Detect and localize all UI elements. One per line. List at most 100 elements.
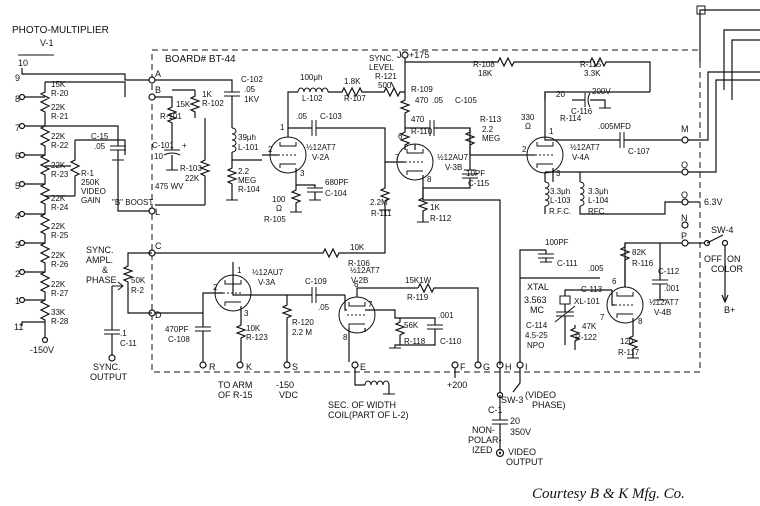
c111-ref: C-111 (557, 259, 578, 268)
c116-value: 20 (556, 90, 565, 99)
terminal-n: N (681, 213, 688, 223)
c101-value: 10 (154, 152, 163, 161)
r26-value: 22K (51, 251, 66, 260)
xl101-ref: XL-101 (574, 297, 600, 306)
v4b-pin6: 6 (612, 277, 617, 286)
r2-ref: R-2 (131, 286, 144, 295)
r110-value: 470 (411, 115, 425, 124)
r122-value: 47K (582, 322, 597, 331)
r104-ref: R-104 (238, 185, 260, 194)
c104-ref: C-104 (325, 189, 347, 198)
v2a-plate-network: 100μh L-102 1.8K R-107 .05 C-103 (287, 73, 386, 150)
v3b-ref: V-3B (445, 163, 462, 172)
r107-ref: R-107 (344, 94, 366, 103)
terminal-f: F (460, 362, 466, 372)
r123-value: 10K (246, 324, 261, 333)
c114-ref: C-114 (526, 321, 548, 330)
vdc-2: VDC (279, 390, 299, 400)
v2a-pin1: 1 (280, 123, 285, 132)
c1-note-3: IZED (472, 445, 493, 455)
v3b-pin7: 7 (395, 153, 400, 162)
c114-value: 4.5-25 (525, 331, 548, 340)
r113-unit: MEG (482, 134, 500, 143)
terminal-c: C (155, 241, 162, 251)
c1-note-2: POLAR- (468, 435, 502, 445)
c107-ref: C-107 (628, 147, 650, 156)
v2a-type: ½12AT7 (306, 143, 336, 152)
r103-value: 22K (185, 174, 200, 183)
xtal-unit: MC (530, 305, 544, 315)
boost-label: "B" BOOST (112, 198, 153, 207)
c15-value: .05 (94, 142, 106, 151)
c105-value: .05 (432, 96, 444, 105)
r27-ref: R-27 (51, 289, 69, 298)
l104-note: RFC (588, 207, 605, 216)
c101-rating: 475 WV (155, 182, 184, 191)
terminal-j: J (397, 50, 402, 60)
sync-output-2: OUTPUT (90, 372, 128, 382)
pin-3: 3 (15, 240, 20, 250)
l103-note: R.F.C. (549, 207, 571, 216)
v4b-pin8: 8 (638, 317, 643, 326)
c104-value: 680PF (325, 178, 349, 187)
c111-value: 100PF (545, 238, 569, 247)
r22-value: 22K (51, 132, 66, 141)
gain-label-1: VIDEO (81, 187, 106, 196)
r28-value: 33K (51, 308, 66, 317)
r24-value: 22K (51, 194, 66, 203)
v3b-pin6: 6 (398, 132, 403, 141)
terminal-p: P (681, 231, 687, 241)
v4a-pin2: 2 (522, 145, 527, 154)
pin-10: 10 (18, 58, 28, 68)
r123-ref: R-123 (246, 333, 268, 342)
r27-value: 22K (51, 280, 66, 289)
v2a-pin2: 2 (268, 145, 273, 154)
c115-value: 10PF (466, 169, 485, 178)
sync-output-1: SYNC. (93, 362, 121, 372)
r104-unit: MEG (238, 176, 256, 185)
r111-ref: R-111 (371, 209, 392, 218)
c109-ref: C-109 (305, 277, 327, 286)
c102-ref: C-102 (241, 75, 263, 84)
r117-value: 120 (620, 337, 634, 346)
c15-ref: C-15 (91, 132, 109, 141)
pm-ref: V-1 (40, 38, 54, 48)
r111-value: 2.2M (370, 198, 388, 207)
r115-ref: R-115 (580, 60, 602, 69)
pin-7: 7 (15, 123, 20, 133)
r113-value: 2.2 (482, 125, 494, 134)
r110-ref: R-110 (411, 127, 433, 136)
r121-value: 500 (378, 81, 392, 90)
r114-unit: Ω (525, 122, 531, 131)
sw3-label-1: (VIDEO (525, 390, 556, 400)
r1-value: 250K (81, 178, 100, 187)
c1-note-1: NON- (472, 425, 495, 435)
terminal-m: M (681, 124, 689, 134)
c110-ref: C-110 (440, 337, 462, 346)
c110-value: .001 (438, 311, 454, 320)
pin-5: 5 (15, 181, 20, 191)
terminal-e: E (360, 362, 366, 372)
r20-ref: R-20 (51, 89, 69, 98)
terminal-l: L (155, 207, 160, 217)
v3b-type: ½12AU7 (437, 153, 469, 162)
sync-amp-4: PHASE (86, 275, 117, 285)
r106-ref: R-106 (348, 259, 370, 268)
c11-value: .1 (120, 329, 127, 338)
r120-value: 2.2 M (292, 328, 312, 337)
width-coil-2: COIL(PART OF L-2) (328, 410, 409, 420)
output-bus (688, 5, 760, 173)
c103-ref: C-103 (320, 112, 342, 121)
terminal-k: K (246, 362, 252, 372)
sync-amp-1: SYNC. (86, 245, 114, 255)
l102-ref: L-102 (302, 94, 323, 103)
r101-value: 15K (176, 100, 191, 109)
pin-6: 6 (15, 151, 20, 161)
terminal-s: S (292, 362, 298, 372)
terminal-r: R (209, 362, 216, 372)
terminal-o: O (681, 160, 688, 170)
c101-ref: C-101 (152, 141, 174, 150)
r23-ref: R-23 (51, 170, 69, 179)
v4b-type: ½12AT7 (649, 298, 679, 307)
r113-ref: R-113 (480, 115, 502, 124)
